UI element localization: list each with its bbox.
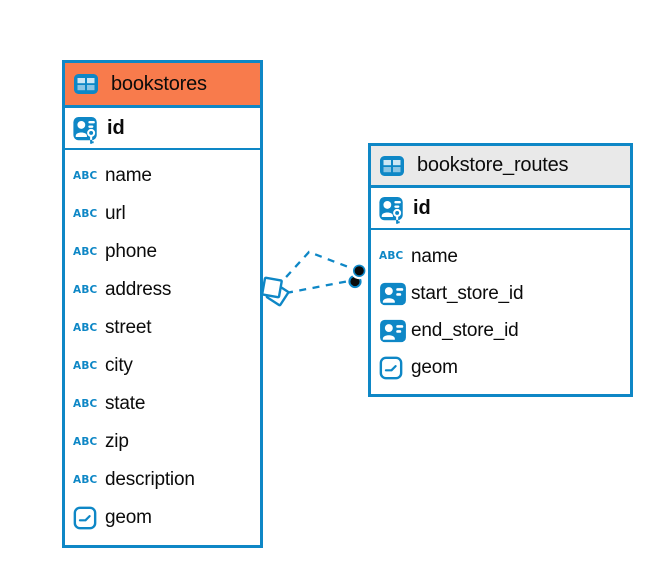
column-row-start_store_id[interactable]: start_store_id [371,275,630,312]
text-type-icon: ABC [73,473,98,486]
column-type-icon-slot: ABC [379,251,411,262]
column-row-name[interactable]: ABC name [65,157,260,195]
column-label: street [105,317,152,338]
column-row-phone[interactable]: ABC phone [65,233,260,271]
one-end-dot-marker [348,262,368,289]
geom-icon [379,356,403,380]
text-type-icon: ABC [73,283,98,296]
column-row-url[interactable]: ABC url [65,195,260,233]
primary-key-label: id [107,116,125,139]
column-type-icon-slot [379,356,411,380]
column-row-address[interactable]: ABC address [65,271,260,309]
text-type-icon: ABC [73,321,98,334]
column-label: state [105,393,146,414]
column-row-geom[interactable]: geom [371,349,630,386]
geom-icon [73,506,97,530]
column-row-zip[interactable]: ABC zip [65,423,260,461]
fk-icon [379,282,407,306]
table-icon [379,155,405,177]
column-row-geom[interactable]: geom [65,499,260,537]
text-type-icon: ABC [73,245,98,258]
relationship-line-lower [285,279,350,295]
column-row-street[interactable]: ABC street [65,309,260,347]
primary-key-row[interactable]: id [65,108,260,150]
column-type-icon-slot: ABC [73,171,105,182]
column-label: phone [105,241,157,262]
column-label: description [105,469,195,490]
column-label: name [411,245,458,267]
column-row-state[interactable]: ABC state [65,385,260,423]
column-type-icon-slot: ABC [73,437,105,448]
table-title: bookstores [111,72,207,95]
text-type-icon: ABC [73,169,98,182]
text-type-icon: ABC [73,207,98,220]
column-label: geom [411,356,458,378]
text-type-icon: ABC [379,250,404,263]
column-type-icon-slot: ABC [73,209,105,220]
fk-icon [379,319,407,343]
column-type-icon-slot [73,506,105,530]
column-type-icon-slot [379,319,411,343]
primary-key-label: id [413,196,431,219]
column-label: url [105,203,126,224]
table-header-bookstores[interactable]: bookstores [65,63,260,108]
column-label: geom [105,507,152,528]
primary-key-icon [378,195,406,226]
column-type-icon-slot: ABC [73,285,105,296]
column-label: end_store_id [411,319,519,341]
column-type-icon-slot: ABC [73,399,105,410]
column-label: address [105,279,172,300]
relationship-connector[interactable] [261,250,368,307]
text-type-icon: ABC [73,435,98,448]
column-row-city[interactable]: ABC city [65,347,260,385]
column-row-description[interactable]: ABC description [65,461,260,499]
column-type-icon-slot: ABC [73,475,105,486]
text-type-icon: ABC [73,359,98,372]
table-icon [73,73,99,95]
many-end-diamond-marker [261,276,290,307]
table-header-bookstore-routes[interactable]: bookstore_routes [371,146,630,188]
column-label: name [105,165,152,186]
primary-key-row[interactable]: id [371,188,630,230]
table-title: bookstore_routes [417,154,569,176]
column-type-icon-slot: ABC [73,361,105,372]
text-type-icon: ABC [73,397,98,410]
relationship-line-upper [276,250,352,288]
column-type-icon-slot: ABC [73,323,105,334]
table-bookstore-routes[interactable]: bookstore_routes id ABC name start_store_i… [368,143,633,397]
column-type-icon-slot: ABC [73,247,105,258]
column-label: start_store_id [411,282,524,304]
column-label: city [105,355,133,376]
column-row-name[interactable]: ABC name [371,238,630,275]
column-row-end_store_id[interactable]: end_store_id [371,312,630,349]
column-type-icon-slot [379,282,411,306]
column-label: zip [105,431,129,452]
primary-key-icon [72,115,100,146]
